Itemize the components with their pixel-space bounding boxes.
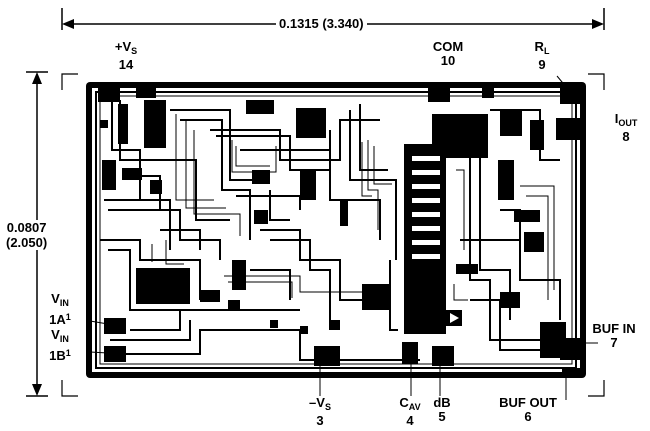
pin-number-10: 10 (440, 53, 456, 68)
pin-label-buf-out: BUF OUT 6 (492, 396, 564, 424)
pin-number-9: 9 (538, 57, 546, 72)
pin-label-com: COM 10 (428, 40, 468, 68)
height-dimension-line2: (2.050) (6, 235, 48, 250)
pin-number-3: 3 (316, 413, 324, 428)
pin-label-rl: RL 9 (528, 40, 556, 72)
pin-number-8: 8 (622, 129, 630, 144)
width-dimension-label: 0.1315 (3.340) (276, 16, 367, 31)
pin-number-14: 14 (118, 57, 134, 72)
pin-label-buf-in: BUF IN 7 (584, 322, 644, 350)
pin-number-4: 4 (406, 413, 414, 428)
pin-label-vin-1b: VIN 1B1 (49, 327, 71, 363)
pin-number-6: 6 (524, 409, 532, 424)
metal-traces-thin (151, 114, 555, 301)
height-dimension-label: 0.0807 (2.050) (6, 220, 48, 250)
pin-label-iout: IOUT 8 (608, 112, 644, 144)
pin-number-7: 7 (610, 335, 618, 350)
pin-leaders (89, 75, 598, 400)
metal-traces (100, 100, 561, 361)
corner-marks (61, 73, 605, 397)
height-dimension-line1: 0.0807 (6, 220, 47, 235)
pin-label-vs-negative: –VS 3 (300, 396, 340, 428)
pin-label-cav: CAV 4 (390, 396, 430, 428)
pin-label-vs-positive: +VS 14 (104, 40, 148, 72)
pin-label-db: dB 5 (428, 396, 456, 424)
pin-label-vin-1a: VIN 1A1 (49, 291, 71, 327)
resistor-ladder (404, 144, 462, 334)
pin-number-5: 5 (438, 409, 446, 424)
